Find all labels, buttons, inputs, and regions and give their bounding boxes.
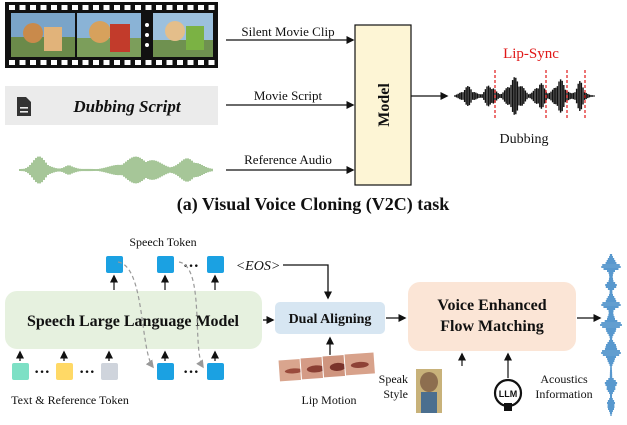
speaker-image — [416, 369, 442, 413]
llm-icon — [493, 378, 523, 411]
silent-clip-label: Silent Movie Clip — [241, 24, 334, 39]
dual-aligning-label: Dual Aligning — [289, 312, 372, 327]
output-mel-waveform — [600, 254, 622, 416]
token-ellipsis: ··· — [79, 364, 95, 381]
document-icon — [17, 97, 31, 116]
reference-audio-waveform — [19, 156, 213, 184]
llm-icon-label: LLM — [499, 389, 518, 399]
token-ellipsis: ··· — [183, 364, 199, 381]
dubbing-label: Dubbing — [500, 132, 549, 147]
dubbing-script-box — [5, 86, 218, 125]
token-ellipsis: ··· — [183, 258, 199, 275]
model-label: Model — [376, 83, 393, 127]
dubbing-waveform — [454, 77, 595, 115]
information-label: Information — [535, 387, 592, 401]
speech-token — [106, 256, 123, 273]
reference-audio-label: Reference Audio — [244, 152, 332, 167]
flow-title-line2: Flow Matching — [440, 318, 544, 335]
autoregressive-arrow — [117, 261, 154, 369]
speech-token-row — [106, 256, 224, 273]
lip-motion-label: Lip Motion — [301, 393, 356, 407]
lip-sync-markers — [494, 70, 586, 120]
speech-token — [207, 256, 224, 273]
acoustics-label: Acoustics — [540, 372, 588, 386]
lip-motion-frames — [277, 351, 376, 383]
reference-token — [101, 363, 118, 380]
flow-matching-box — [408, 282, 576, 351]
speech-llm-label: Speech Large Language Model — [27, 313, 240, 330]
text-reference-token-label: Text & Reference Token — [11, 393, 129, 407]
flow-title-line1: Voice Enhanced — [437, 297, 546, 314]
token-ellipsis: ··· — [34, 364, 50, 381]
dubbing-script-label: Dubbing Script — [72, 97, 181, 116]
autoregressive-arrow — [178, 261, 204, 369]
speech-token — [157, 256, 174, 273]
model-box — [354, 24, 412, 186]
film-strip-image — [5, 2, 218, 68]
arrow-eos-to-dual — [283, 264, 332, 300]
dual-aligning-box — [275, 302, 385, 334]
lip-sync-label: Lip-Sync — [503, 46, 559, 62]
speech-token-label: Speech Token — [129, 235, 196, 249]
speech-token — [157, 363, 174, 380]
eos-token-label: <EOS> — [236, 259, 281, 274]
movie-script-label: Movie Script — [254, 88, 323, 103]
text-token — [12, 363, 29, 380]
speak-label: Speak — [379, 372, 408, 386]
input-token-row — [12, 363, 224, 380]
text-token — [56, 363, 73, 380]
style-label: Style — [383, 387, 408, 401]
caption-a: (a) Visual Voice Cloning (V2C) task — [177, 194, 450, 215]
speech-token — [207, 363, 224, 380]
